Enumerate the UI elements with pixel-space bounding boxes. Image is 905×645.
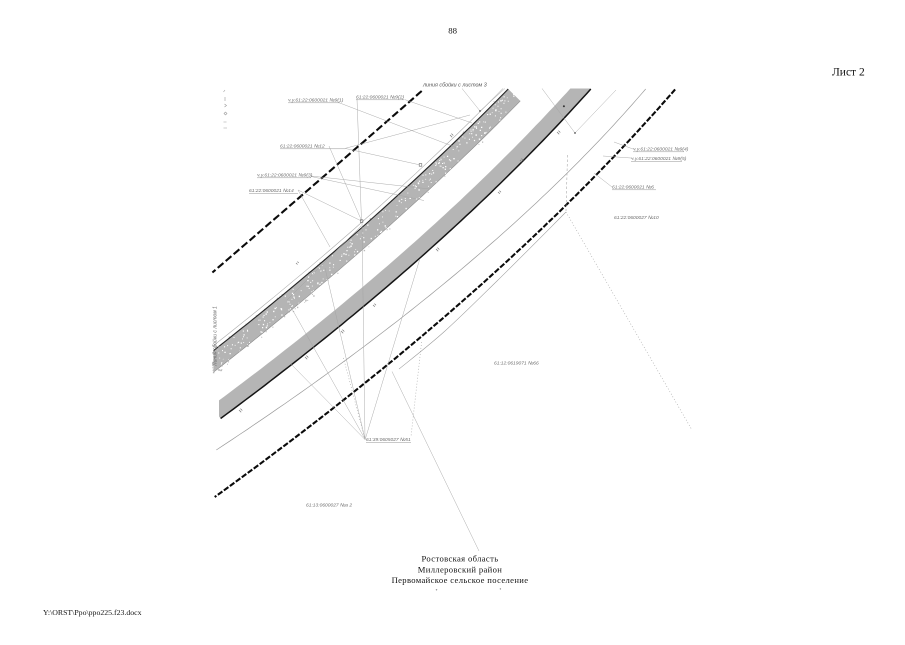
svg-text:61:22:0600021 №14: 61:22:0600021 №14: [249, 188, 294, 194]
svg-text:61:22:0600021 №12: 61:22:0600021 №12: [280, 144, 325, 150]
svg-text:Y:\ORST\Ppo\ppo225.f23.docx: Y:\ORST\Ppo\ppo225.f23.docx: [43, 608, 142, 617]
svg-text:Первомайское сельское поселени: Первомайское сельское поселение: [392, 575, 529, 585]
svg-text:61:12:0619071 №66: 61:12:0619071 №66: [494, 361, 539, 367]
svg-text:61:22:0600027 №10: 61:22:0600027 №10: [614, 215, 659, 221]
svg-text:линия сбойки с листом 3: линия сбойки с листом 3: [422, 82, 487, 89]
svg-text:Лист 2: Лист 2: [832, 67, 865, 79]
svg-text:Ростовская область: Ростовская область: [422, 553, 499, 563]
svg-text:88: 88: [448, 26, 457, 36]
svg-text:61:39:0605027 №51: 61:39:0605027 №51: [366, 437, 411, 443]
svg-text:Миллеровский район: Миллеровский район: [418, 564, 503, 574]
svg-text:ч.у.61:22:0600021 №9(3): ч.у.61:22:0600021 №9(3): [257, 173, 313, 179]
svg-text:61:22:0600021 №6: 61:22:0600021 №6: [612, 185, 654, 191]
svg-text:Линия сбойки с листом 1: Линия сбойки с листом 1: [212, 306, 219, 367]
svg-text:61:13:0600027 №а 2: 61:13:0600027 №а 2: [306, 503, 352, 509]
svg-text:ч.у.61:22:0600021 №9(4): ч.у.61:22:0600021 №9(4): [633, 147, 689, 153]
svg-text:ч.у.61:22:0600021 №9(1): ч.у.61:22:0600021 №9(1): [288, 98, 344, 104]
svg-text:61:22:0600021 №9(2): 61:22:0600021 №9(2): [356, 95, 404, 101]
svg-text:ч.у.61:22:0600021 №9(5): ч.у.61:22:0600021 №9(5): [631, 156, 687, 162]
